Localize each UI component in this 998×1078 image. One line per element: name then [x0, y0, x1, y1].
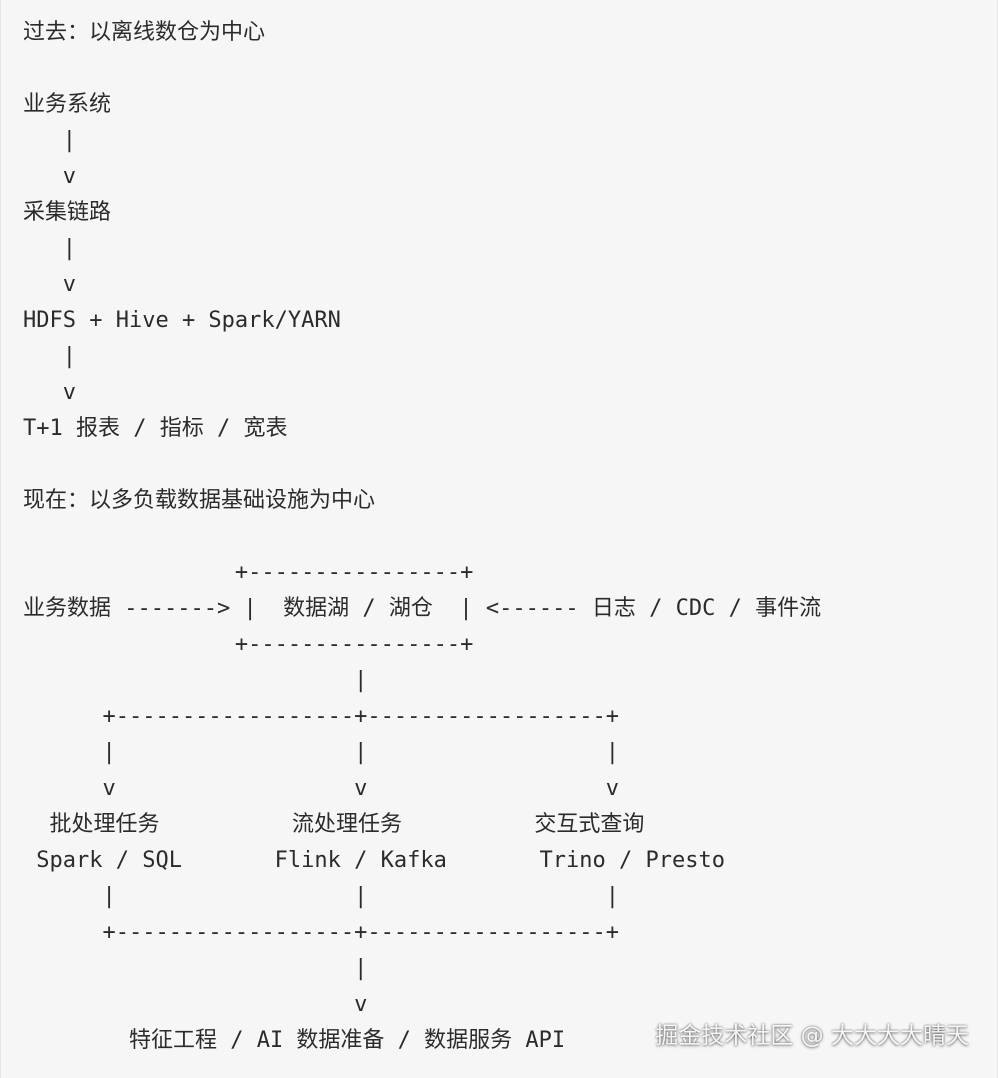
diagram-line-business-system: 业务系统	[23, 92, 112, 117]
diagram-line-lake-box-bottom: +----------------+	[23, 632, 474, 657]
diagram-line-branch-pipes: | | |	[23, 884, 620, 909]
diagram-line-pipe: |	[23, 344, 76, 369]
diagram-line-lake-box-top: +----------------+	[23, 560, 474, 585]
diagram-line-arrow: v	[23, 380, 76, 405]
diagram-line-branch-top: +------------------+------------------+	[23, 704, 620, 729]
diagram-line-past-title: 过去：以离线数仓为中心	[23, 20, 266, 45]
diagram-line-pipe: |	[23, 128, 76, 153]
diagram-line-t1-reports: T+1 报表 / 指标 / 宽表	[23, 416, 288, 441]
diagram-line-branch-bottom: +------------------+------------------+	[23, 920, 620, 945]
diagram-line-workload-engines: Spark / SQL Flink / Kafka Trino / Presto	[23, 848, 725, 873]
diagram-line-arrow: v	[23, 992, 368, 1017]
diagram-line-branch-arrows: v v v	[23, 776, 620, 801]
diagram-line-workload-names: 批处理任务 流处理任务 交互式查询	[23, 812, 645, 837]
diagram-line-pipe: |	[23, 236, 76, 261]
diagram-line-hdfs-stack: HDFS + Hive + Spark/YARN	[23, 308, 341, 333]
diagram-line-present-title: 现在：以多负载数据基础设施为中心	[23, 488, 376, 513]
watermark: 掘金技术社区 @ 大大大大晴天	[655, 1023, 969, 1049]
diagram-line-pipe: |	[23, 668, 368, 693]
diagram-line-lake-box-middle: 业务数据 -------> | 数据湖 / 湖仓 | <------ 日志 / …	[23, 596, 822, 621]
diagram-line-outputs: 特征工程 / AI 数据准备 / 数据服务 API	[23, 1028, 566, 1053]
diagram-line-pipe: |	[23, 956, 368, 981]
diagram-line-branch-pipes: | | |	[23, 740, 620, 765]
diagram-line-collection: 采集链路	[23, 200, 112, 225]
diagram-line-arrow: v	[23, 164, 76, 189]
diagram-line-arrow: v	[23, 272, 76, 297]
